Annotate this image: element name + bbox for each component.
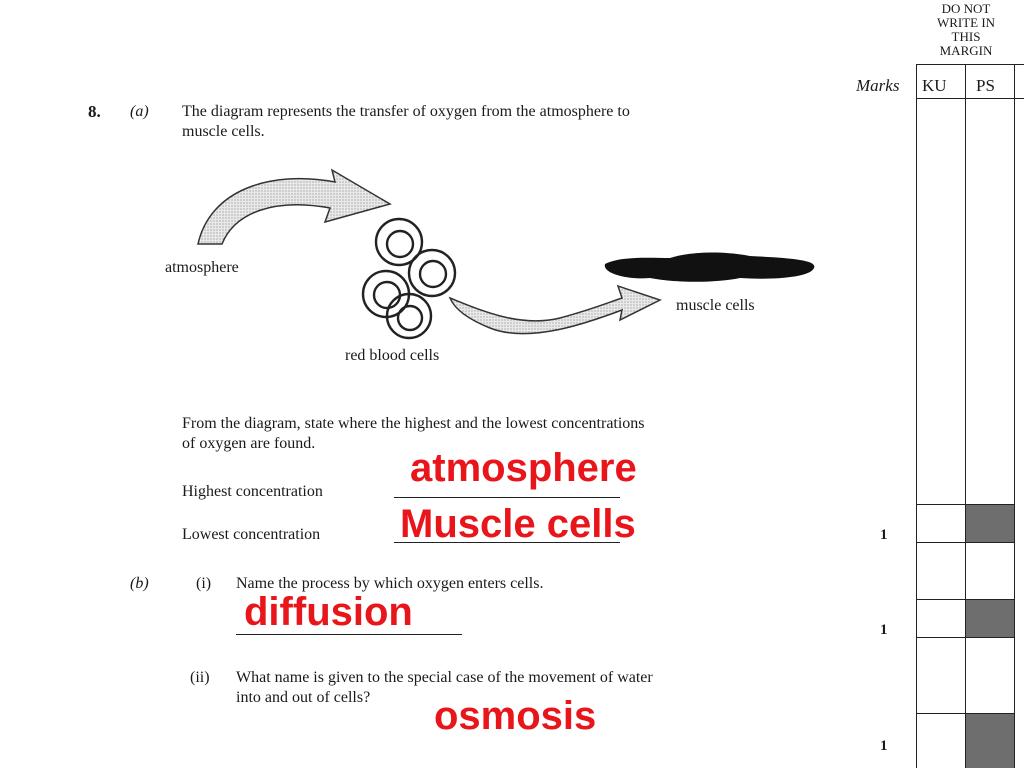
prompt-line: From the diagram, state where the highes… <box>182 415 645 432</box>
intro-line: muscle cells. <box>182 123 265 140</box>
part-a-label: (a) <box>130 103 149 120</box>
margin-left-line <box>916 64 917 768</box>
oxygen-transfer-diagram <box>150 160 830 370</box>
label-muscle-cells: muscle cells <box>676 297 755 314</box>
margin-box-line <box>916 504 1014 505</box>
margin-notice-line: DO NOT <box>941 1 991 16</box>
highest-concentration-label: Highest concentration <box>182 483 323 500</box>
ps-shaded-box <box>966 714 1014 768</box>
arrow-cells-to-muscle <box>448 284 662 335</box>
prompt-line: of oxygen are found. <box>182 435 316 452</box>
margin-box-line <box>916 637 1014 638</box>
margin-notice: DO NOT WRITE IN THIS MARGIN <box>908 2 1024 58</box>
margin-notice-line: WRITE IN <box>936 15 996 30</box>
ps-shaded-box <box>966 505 1014 542</box>
concentration-prompt: From the diagram, state where the highes… <box>182 414 852 454</box>
process-answer: diffusion <box>244 590 413 634</box>
ps-shaded-box <box>966 600 1014 637</box>
lowest-concentration-label: Lowest concentration <box>182 526 321 543</box>
b-ii-line: What name is given to the special case o… <box>236 669 653 686</box>
muscle-cells-shape <box>604 252 815 282</box>
lowest-answer: Muscle cells <box>400 502 636 546</box>
ps-column-header: PS <box>976 76 995 95</box>
margin-top-line <box>916 64 1024 65</box>
margin-notice-line: MARGIN <box>939 43 993 58</box>
part-b-ii-number: (ii) <box>190 669 210 686</box>
intro-line: The diagram represents the transfer of o… <box>182 103 630 120</box>
margin-mid-line <box>965 64 966 768</box>
part-b-i-question: Name the process by which oxygen enters … <box>236 575 544 592</box>
question-intro: The diagram represents the transfer of o… <box>182 102 852 142</box>
lowest-answer-line[interactable] <box>394 542 620 543</box>
mark-value: 1 <box>880 527 888 543</box>
margin-right-line <box>1014 64 1015 768</box>
part-b-i-number: (i) <box>196 575 212 592</box>
margin-notice-line: THIS <box>951 29 981 44</box>
highest-answer-line[interactable] <box>394 497 620 498</box>
arrow-atmosphere-to-cells <box>197 168 392 245</box>
margin-box-line <box>916 542 1014 543</box>
water-movement-answer: osmosis <box>434 694 597 738</box>
b-ii-line: into and out of cells? <box>236 689 371 706</box>
process-answer-line[interactable] <box>236 634 462 635</box>
margin-header-line <box>916 98 1024 99</box>
mark-value: 1 <box>880 738 888 754</box>
red-blood-cells <box>361 217 457 340</box>
margin-box-line <box>916 599 1014 600</box>
mark-value: 1 <box>880 622 888 638</box>
question-number: 8. <box>88 102 101 121</box>
label-red-blood-cells: red blood cells <box>345 347 440 364</box>
highest-answer: atmosphere <box>410 446 637 490</box>
margin-box-line <box>916 713 1014 714</box>
diagram-svg <box>197 168 815 340</box>
part-b-label: (b) <box>130 575 149 592</box>
ku-column-header: KU <box>922 76 947 95</box>
marks-label: Marks <box>856 76 900 95</box>
label-atmosphere: atmosphere <box>165 259 239 276</box>
part-b-ii-question: What name is given to the special case o… <box>236 668 852 708</box>
